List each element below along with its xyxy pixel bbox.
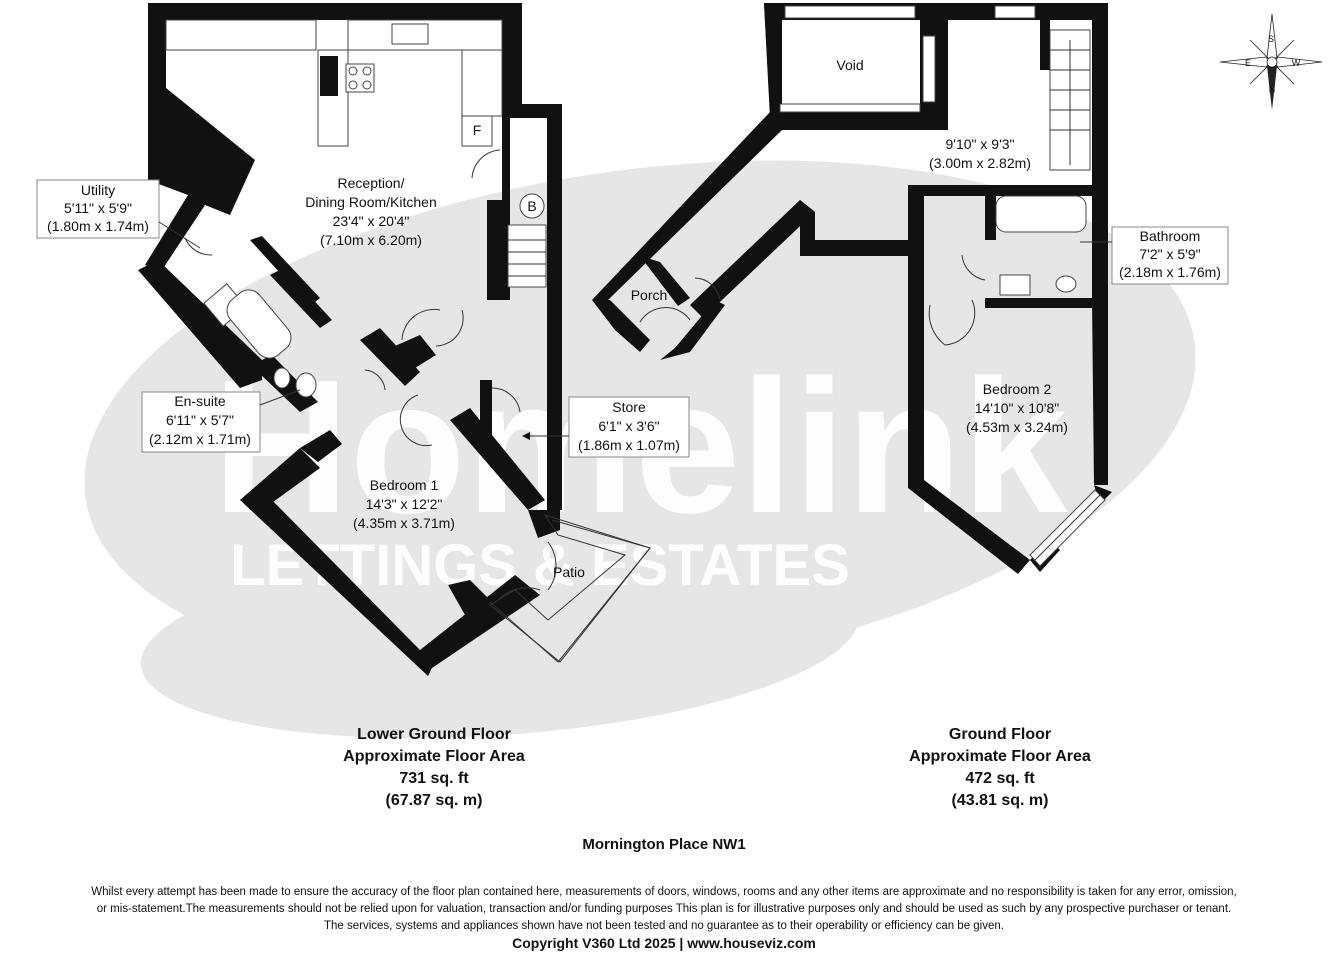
property-address: Mornington Place NW1 bbox=[582, 836, 746, 853]
porch-name: Porch bbox=[631, 287, 668, 303]
ensuite-label-box bbox=[141, 391, 261, 453]
landing-size-metric: (3.00m x 2.82m) bbox=[929, 155, 1031, 171]
copyright-notice: Copyright V360 Ltd 2025 | www.houseviz.c… bbox=[512, 935, 816, 951]
bathroom-size-imperial: 7'2" x 5'9" bbox=[1139, 246, 1200, 262]
ground-title-line2: Approximate Floor Area bbox=[909, 748, 1091, 765]
void-name: Void bbox=[836, 57, 863, 73]
store-name: Store bbox=[612, 399, 646, 415]
disclaimer-line2: or mis-statement.The measurements should… bbox=[96, 903, 1232, 915]
lower-ground-title-line1: Lower Ground Floor bbox=[357, 726, 511, 743]
ground-stairs bbox=[1049, 29, 1091, 171]
lower-ground-area-sqm: (67.87 sq. m) bbox=[385, 792, 483, 809]
ground-title-line1: Ground Floor bbox=[948, 726, 1052, 743]
stairs bbox=[507, 224, 547, 288]
bathroom-label-box bbox=[1111, 226, 1229, 285]
compass-w: W bbox=[1292, 58, 1301, 68]
lower-ground-floor-plan: F B Reception/ Dining Room/Kitchen 23'4"… bbox=[36, 3, 690, 676]
reception-name-line2: Dining Room/Kitchen bbox=[305, 194, 437, 210]
ensuite-size-metric: (2.12m x 1.71m) bbox=[149, 431, 251, 447]
lower-ground-area-sqft: 731 sq. ft bbox=[399, 770, 469, 787]
ground-area-sqm: (43.81 sq. m) bbox=[951, 792, 1049, 809]
ground-area-sqft: 472 sq. ft bbox=[965, 770, 1035, 787]
utility-size-metric: (1.80m x 1.74m) bbox=[47, 218, 149, 234]
store-label-box bbox=[568, 396, 690, 458]
utility-name: Utility bbox=[81, 182, 115, 198]
utility-size-imperial: 5'11" x 5'9" bbox=[64, 200, 132, 216]
bathroom-name: Bathroom bbox=[1140, 228, 1201, 244]
reception-size-metric: (7.10m x 6.20m) bbox=[320, 232, 422, 248]
patio-name: Patio bbox=[553, 564, 585, 580]
bedroom1-size-imperial: 14'3" x 12'2" bbox=[366, 496, 443, 512]
reception-size-imperial: 23'4" x 20'4" bbox=[333, 213, 410, 229]
lower-ground-title-line2: Approximate Floor Area bbox=[343, 748, 525, 765]
ensuite-name: En-suite bbox=[174, 393, 226, 409]
compass-s: S bbox=[1268, 34, 1274, 44]
fridge-symbol: F bbox=[473, 122, 482, 138]
landing-size-imperial: 9'10" x 9'3" bbox=[946, 136, 1015, 152]
reception-name-line1: Reception/ bbox=[338, 175, 405, 191]
disclaimer-line1: Whilst every attempt has been made to en… bbox=[91, 886, 1237, 898]
bedroom1-size-metric: (4.35m x 3.71m) bbox=[353, 515, 455, 531]
compass-n: N bbox=[1269, 84, 1276, 94]
bedroom1-name: Bedroom 1 bbox=[370, 477, 439, 493]
ensuite-size-imperial: 6'11" x 5'7" bbox=[166, 412, 234, 428]
utility-label-box bbox=[36, 179, 160, 239]
ground-floor-plan: Void 9'10" x 9'3" (3.00m x 2.82m) Bathro… bbox=[592, 3, 1229, 574]
store-size-imperial: 6'1" x 3'6" bbox=[598, 418, 659, 434]
bedroom2-size-metric: (4.53m x 3.24m) bbox=[966, 419, 1068, 435]
disclaimer-line3: The services, systems and appliances sho… bbox=[324, 920, 1004, 932]
compass-icon: S N E W bbox=[1219, 13, 1323, 110]
compass-e: E bbox=[1245, 58, 1251, 68]
bedroom2-name: Bedroom 2 bbox=[983, 381, 1052, 397]
lower-ground-floor-title: Lower Ground Floor Approximate Floor Are… bbox=[284, 724, 584, 812]
bathroom-size-metric: (2.18m x 1.76m) bbox=[1119, 264, 1221, 280]
store-size-metric: (1.86m x 1.07m) bbox=[578, 437, 680, 453]
boiler-symbol: B bbox=[527, 198, 536, 214]
disclaimer: Whilst every attempt has been made to en… bbox=[0, 884, 1328, 935]
bedroom2-size-imperial: 14'10" x 10'8" bbox=[975, 400, 1060, 416]
ground-floor-title: Ground Floor Approximate Floor Area 472 … bbox=[850, 724, 1150, 812]
